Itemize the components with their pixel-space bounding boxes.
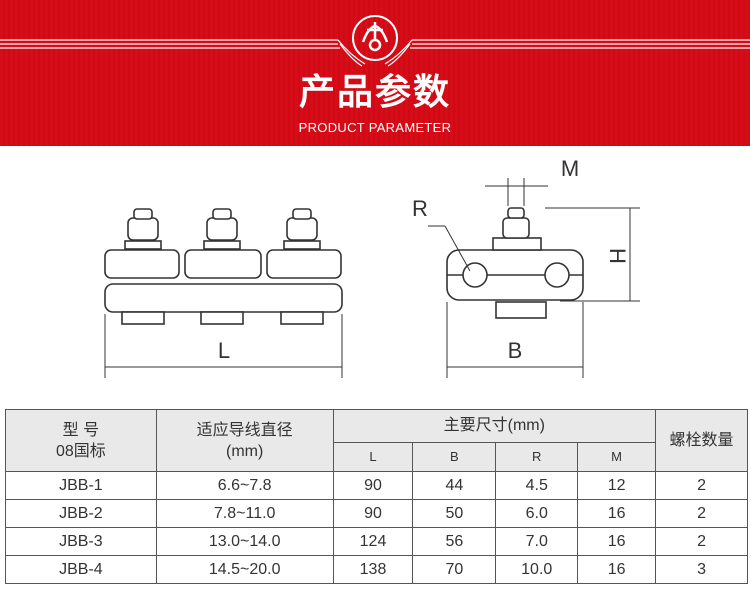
header-diameter-unit: (mm) [226,442,264,460]
cell-L: 90 [332,499,414,528]
cell-B: 50 [412,499,497,528]
company-logo [352,15,398,61]
header-B: B [412,442,497,472]
cell-range: 14.5~20.0 [155,555,334,584]
cell-M: 12 [577,471,657,500]
cell-model: JBB-1 [5,471,157,500]
page-subtitle: PRODUCT PARAMETER [298,120,452,135]
cell-model: JBB-4 [5,555,157,584]
cell-bolts: 2 [655,499,748,528]
cell-B: 70 [412,555,497,584]
page-title: 产品参数 [298,72,451,113]
label-M: M [561,156,579,181]
dimension-L [104,314,343,378]
cell-B: 56 [412,527,497,556]
label-R: R [412,196,428,221]
cell-M: 16 [577,499,657,528]
cell-range: 13.0~14.0 [155,527,334,556]
cell-L: 138 [332,555,414,584]
cell-model: JBB-2 [5,499,157,528]
cell-M: 16 [577,555,657,584]
header-diameter-name: 适应导线直径 [196,421,293,439]
cell-bolts: 2 [655,471,748,500]
label-H: H [605,248,630,264]
cell-bolts: 3 [655,555,748,584]
cell-R: 10.0 [495,555,579,584]
cell-bolts: 2 [655,527,748,556]
front-view [104,208,343,325]
cell-M: 16 [577,527,657,556]
label-B: B [508,338,523,363]
header-M: M [577,442,657,472]
side-view [446,207,584,319]
cell-range: 7.8~11.0 [155,499,334,528]
header-model: 型 号 08国标 [5,409,157,472]
header-bolts: 螺栓数量 [655,409,748,472]
header-L: L [332,442,414,472]
header-diameter: 适应导线直径 (mm) [155,409,334,472]
cell-range: 6.6~7.8 [155,471,334,500]
dimensions-side [428,178,640,378]
header-dimensions: 主要尺寸(mm) [332,409,657,443]
product-drawing: L B M R H [104,156,640,378]
header-banner: 产品参数 PRODUCT PARAMETER [0,0,750,146]
cell-B: 44 [412,471,497,500]
header-model-name: 型 号 [62,421,100,439]
cell-model: JBB-3 [5,527,157,556]
header-R: R [495,442,579,472]
cell-R: 6.0 [495,499,579,528]
banner-decoration [0,15,750,67]
label-L: L [218,338,230,363]
parameter-table: 型 号 08国标 适应导线直径 (mm) 主要尺寸(mm) 螺栓数量 L B R M… [5,409,748,584]
cell-L: 124 [332,527,414,556]
header-model-standard: 08国标 [55,442,106,460]
cell-L: 90 [332,471,414,500]
cell-R: 7.0 [495,527,579,556]
cell-R: 4.5 [495,471,579,500]
